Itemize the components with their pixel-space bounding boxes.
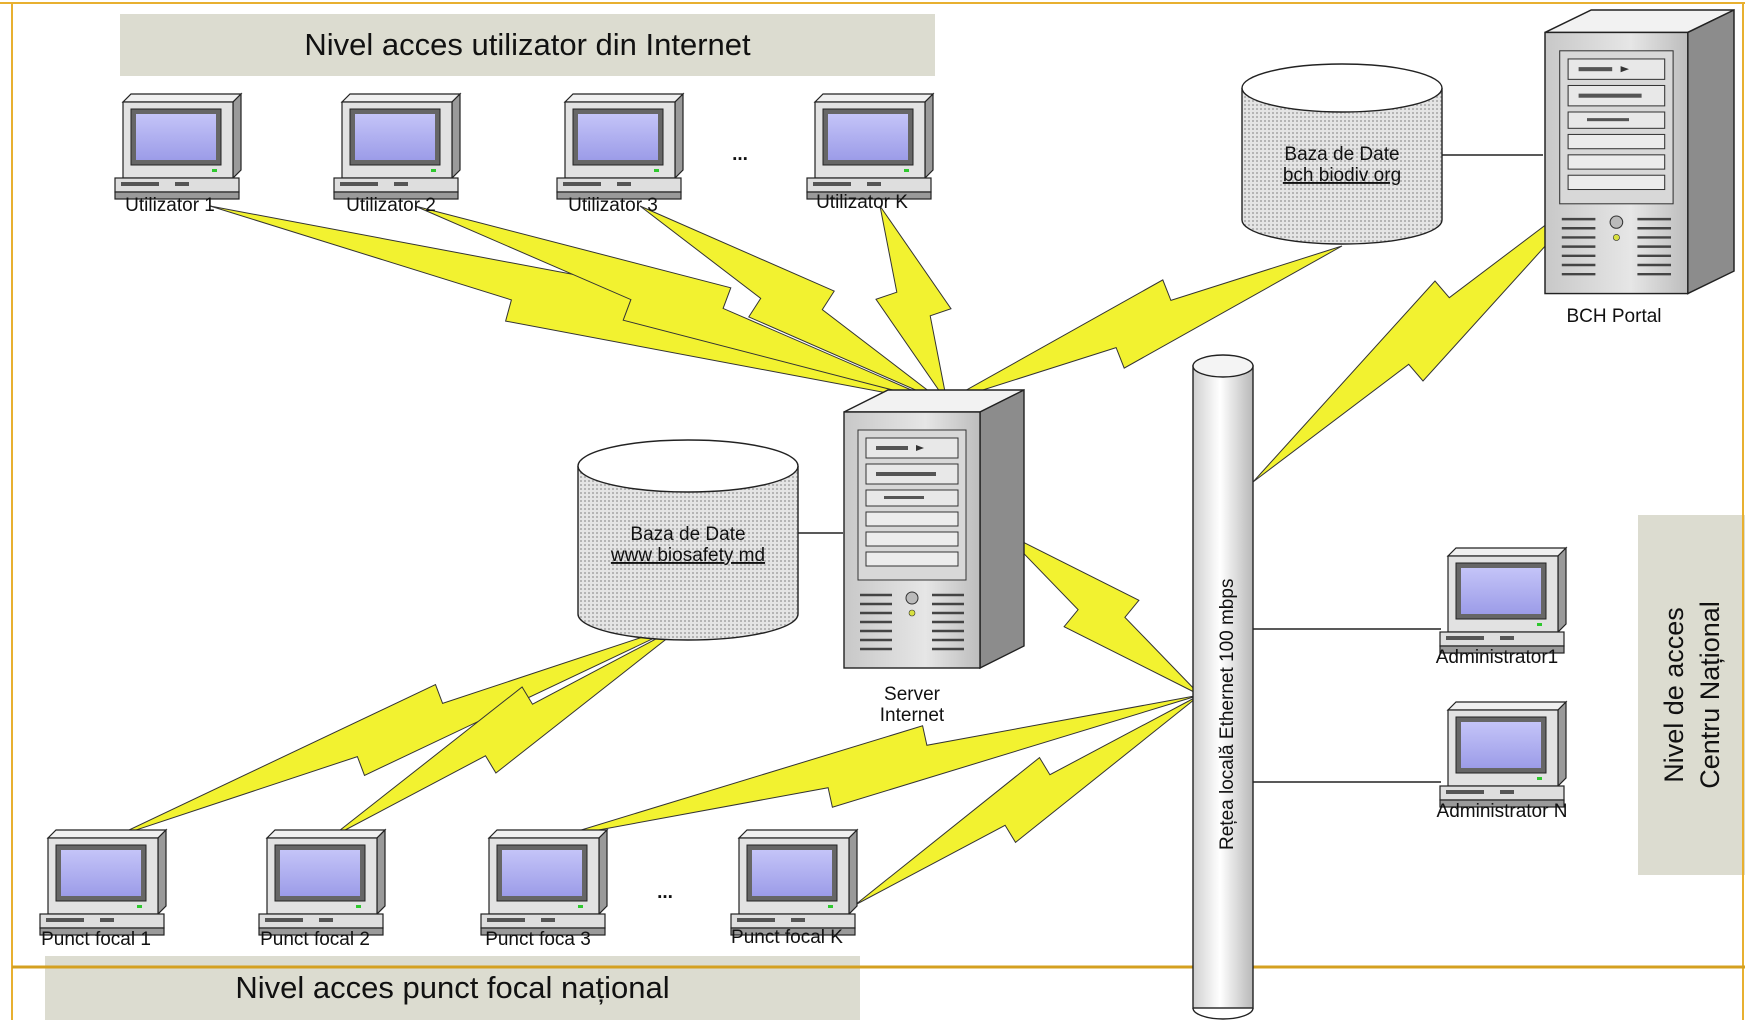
wired-links [798, 154, 1543, 783]
db-biosafety-title: Baza de Date [630, 524, 745, 545]
db-bch-address: bch biodiv org [1283, 165, 1401, 186]
focal-computer-2: Punct focal 2 [258, 829, 386, 950]
ethernet-backbone: Rețea locală Ethernet 100 mbps [1192, 354, 1254, 1020]
server-bch-portal: BCH Portal [1543, 8, 1736, 327]
bolt-server-dbbch [944, 245, 1343, 403]
admin-label-n: Administrator N [1437, 801, 1568, 822]
focal-label-1: Punct focal 1 [41, 929, 151, 950]
user-computer-3: Utilizator 3 [556, 93, 684, 216]
focal-computer-3: Punct foca 3 [480, 829, 608, 950]
focal-ellipsis: ... [657, 882, 673, 903]
bolt-server-network [1002, 531, 1201, 696]
db-bch: Baza de Date bch biodiv org [1241, 63, 1443, 245]
focal-label-k: Punct focal K [731, 927, 843, 948]
user-ellipsis: ... [732, 144, 748, 165]
focal-label-2: Punct focal 2 [260, 929, 370, 950]
server-label-line2: Internet [880, 705, 945, 726]
focal-computer-1: Punct focal 1 [39, 829, 167, 950]
user-label-k: Utilizator K [816, 192, 908, 213]
server-label-line1: Server [884, 684, 941, 705]
bch-portal-label: BCH Portal [1566, 306, 1661, 327]
user-label-3: Utilizator 3 [568, 195, 658, 216]
network-label: Rețea locală Ethernet 100 mbps [1217, 579, 1238, 850]
region-national-center-label: Nivel de acces Centru Național [1638, 515, 1745, 875]
user-label-1: Utilizator 1 [125, 195, 215, 216]
bolt-user-2 [414, 205, 940, 403]
internet-links [111, 179, 1606, 906]
user-computer-2: Utilizator 2 [333, 93, 461, 216]
bolt-db-focal1 [111, 621, 689, 839]
user-computer-1: Utilizator 1 [114, 93, 242, 216]
admin-computer-1: Administrator1 [1436, 547, 1567, 668]
focal-computer-k: Punct focal K [730, 829, 858, 948]
user-label-2: Utilizator 2 [346, 195, 436, 216]
user-computer-k: Utilizator K [806, 93, 934, 213]
db-biosafety-address: www biosafety md [610, 545, 765, 566]
db-bch-title: Baza de Date [1284, 144, 1399, 165]
focal-label-3: Punct foca 3 [485, 929, 591, 950]
region-internet-users-text: Nivel acces utilizator din Internet [304, 27, 751, 62]
server-internet: Server Internet [842, 388, 1026, 726]
admin-label-1: Administrator1 [1436, 647, 1559, 668]
admin-computer-n: Administrator N [1437, 701, 1568, 822]
region-focal-points-text: Nivel acces punct focal național [235, 970, 670, 1005]
region-internet-users-label: Nivel acces utilizator din Internet [120, 14, 935, 76]
db-biosafety: Baza de Date www biosafety md [577, 439, 799, 641]
